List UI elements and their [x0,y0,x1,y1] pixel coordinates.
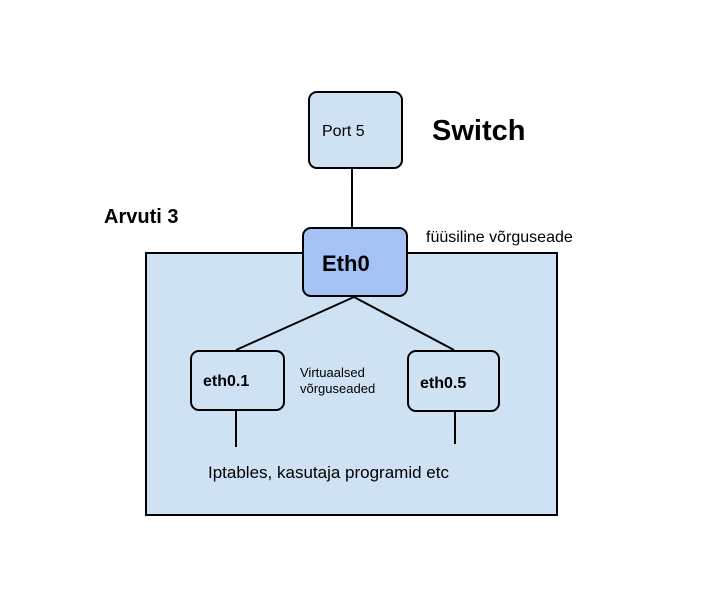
virtual-devices-annotation: Virtuaalsed võrguseaded [300,365,376,396]
port-5-label: Port 5 [322,123,365,140]
eth0-5-node: eth0.5 [407,350,500,412]
eth0-1-node: eth0.1 [190,350,285,411]
switch-title: Switch [432,115,526,147]
physical-device-annotation: füüsiline võrguseade [426,229,573,246]
port-5-node: Port 5 [308,91,403,169]
software-annotation: Iptables, kasutaja programid etc [208,463,449,482]
edge-eth0-eth0-5 [353,296,455,351]
eth0-label: Eth0 [322,251,370,276]
edge-eth0-eth0-1 [235,296,355,351]
eth0-1-label: eth0.1 [203,373,250,390]
eth0-node: Eth0 [302,227,408,297]
eth0-5-label: eth0.5 [420,375,467,392]
computer-label: Arvuti 3 [104,206,179,228]
